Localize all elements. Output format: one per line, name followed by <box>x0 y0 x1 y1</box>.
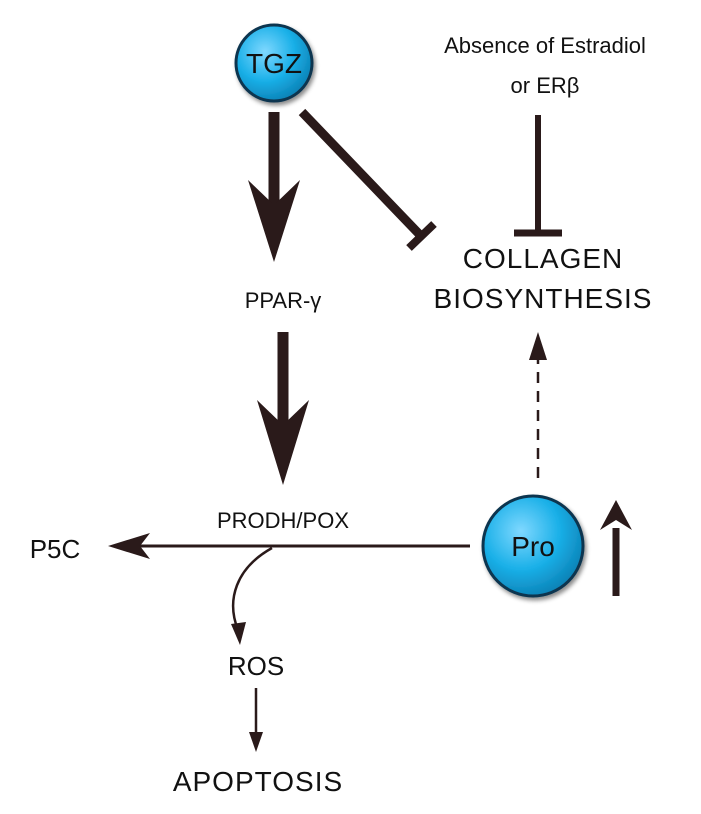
collagen-label-line2: BIOSYNTHESIS <box>434 283 653 314</box>
estradiol-label-line2: or ERβ <box>511 73 580 98</box>
pro-node: Pro <box>481 494 585 598</box>
inhibit-tgz-to-collagen <box>298 108 437 251</box>
prodh-label: PRODH/POX <box>217 508 349 533</box>
ppar-label: PPAR-γ <box>245 288 322 313</box>
ros-label: ROS <box>228 651 284 681</box>
arrow-tgz-to-ppar <box>248 112 300 262</box>
arrow-ros-to-apoptosis <box>249 688 263 752</box>
p5c-label: P5C <box>30 534 81 564</box>
pro-label: Pro <box>511 531 555 562</box>
inhibit-estradiol-to-collagen <box>514 115 562 237</box>
arrow-to-ros <box>231 546 273 645</box>
estradiol-label-line1: Absence of Estradiol <box>444 33 646 58</box>
tgz-label: TGZ <box>246 48 302 79</box>
arrow-pro-to-p5c <box>108 533 470 559</box>
increase-arrow <box>600 500 632 596</box>
dashed-arrow-pro-to-collagen <box>529 332 547 478</box>
arrow-ppar-to-prodh <box>257 332 309 485</box>
apoptosis-label: APOPTOSIS <box>173 766 343 797</box>
collagen-label-line1: COLLAGEN <box>463 243 624 274</box>
tgz-node: TGZ <box>234 23 314 103</box>
